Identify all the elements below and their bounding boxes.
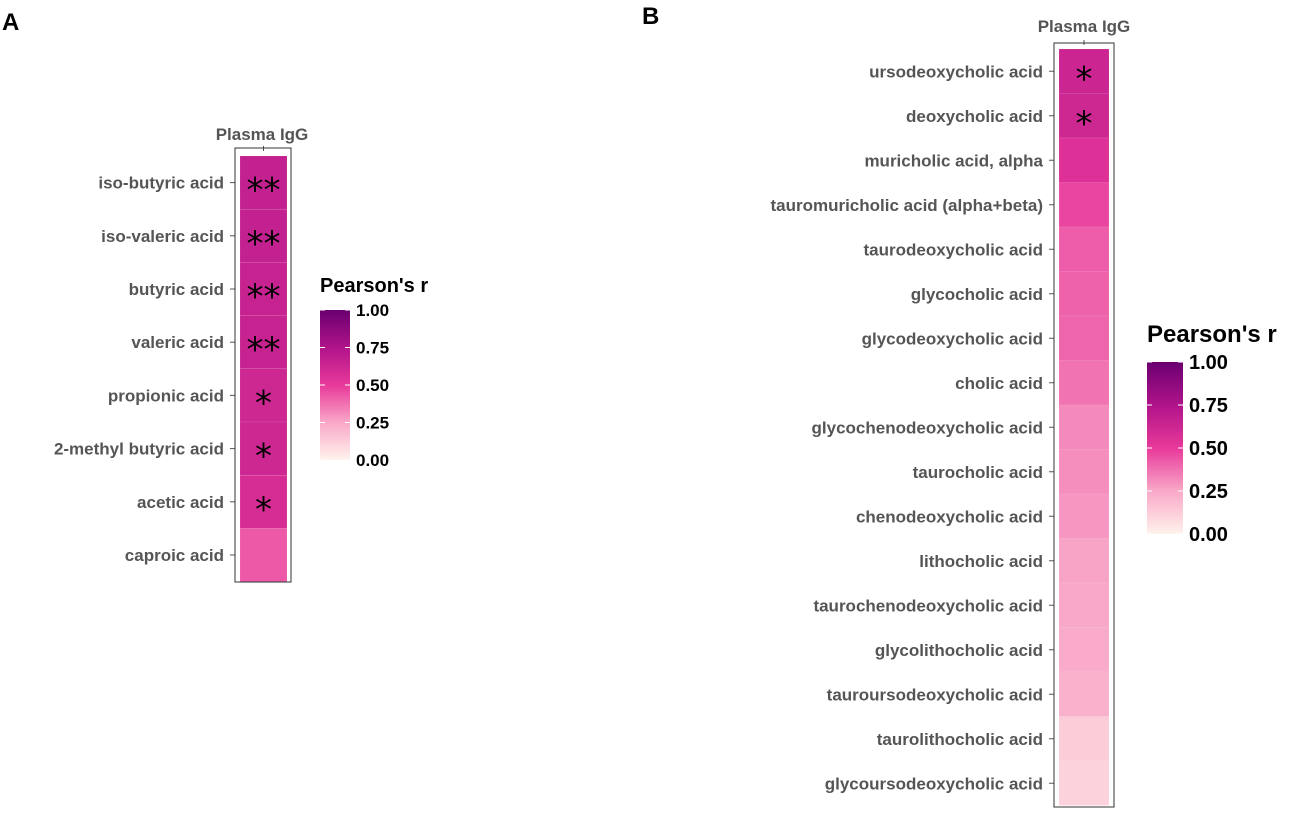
heatmap-frame bbox=[234, 147, 292, 583]
row-label: 2-methyl butyric acid bbox=[54, 440, 224, 459]
row-label: caproic acid bbox=[125, 546, 224, 565]
significance-marker: * bbox=[255, 383, 272, 423]
panel-a-label: A bbox=[2, 9, 19, 36]
heatmap-cell bbox=[1058, 582, 1110, 628]
heatmap-cell bbox=[1058, 671, 1110, 717]
legend-tick-label: 0.50 bbox=[1189, 438, 1228, 460]
heatmap-cell bbox=[239, 528, 288, 582]
panel-b-rows: ursodeoxycholic acid * deoxycholic acid * mu… bbox=[770, 40, 1115, 808]
row-label: glycolithocholic acid bbox=[875, 641, 1043, 660]
panel-a-rows: iso-butyric acid**iso-valeric acid**buty… bbox=[54, 146, 292, 583]
heatmap-cell bbox=[1058, 716, 1110, 762]
panel-b-label: B bbox=[642, 3, 659, 30]
heatmap-cell bbox=[1058, 182, 1110, 228]
significance-marker: ** bbox=[247, 277, 281, 317]
heatmap-cell bbox=[1058, 93, 1110, 139]
row-label: glycochenodeoxycholic acid bbox=[812, 418, 1043, 437]
row-label: deoxycholic acid bbox=[906, 107, 1043, 126]
heatmap-cell bbox=[239, 368, 288, 423]
heatmap-cell bbox=[239, 474, 288, 529]
heatmap-cell bbox=[239, 208, 288, 263]
significance-marker: * bbox=[1076, 104, 1093, 144]
panel-b: B Plasma IgG ursodeoxycholic acid * deoxyc… bbox=[642, 3, 1277, 808]
heatmap-cell bbox=[239, 262, 288, 316]
panel-a-legend-title: Pearson's r bbox=[320, 275, 428, 297]
heatmap-cell bbox=[1058, 449, 1110, 495]
legend-tick-label: 0.25 bbox=[1189, 481, 1228, 503]
panel-a-column-label: Plasma IgG bbox=[216, 125, 309, 144]
row-label: glycodeoxycholic acid bbox=[862, 329, 1043, 348]
significance-marker: * bbox=[255, 490, 272, 530]
row-label: valeric acid bbox=[131, 333, 224, 352]
row-label: cholic acid bbox=[955, 374, 1043, 393]
row-label: propionic acid bbox=[108, 386, 224, 405]
panel-b-legend: Pearson's r 1.00 0.75 0.50 0.25 0.00 bbox=[1147, 321, 1277, 546]
heatmap-cell bbox=[1058, 48, 1110, 94]
heatmap-cell bbox=[1058, 538, 1110, 584]
row-label: ursodeoxycholic acid bbox=[869, 62, 1043, 81]
heatmap-cell bbox=[1058, 627, 1110, 673]
row-label: taurocholic acid bbox=[913, 463, 1043, 482]
heatmap-cell bbox=[1058, 493, 1110, 539]
panel-b-legend-ticks: 1.00 0.75 0.50 0.25 0.00 bbox=[1147, 352, 1228, 546]
heatmap-cell bbox=[1058, 137, 1110, 183]
row-label: lithocholic acid bbox=[919, 552, 1043, 571]
panel-a-legend-ticks: 1.00 0.75 0.50 0.25 0.00 bbox=[320, 301, 389, 470]
row-label: glycoursodeoxycholic acid bbox=[825, 774, 1043, 793]
row-label: tauroursodeoxycholic acid bbox=[827, 685, 1043, 704]
heatmap-frame bbox=[1053, 42, 1115, 808]
significance-marker: ** bbox=[247, 330, 281, 370]
heatmap-cell bbox=[239, 421, 288, 476]
heatmap-cell bbox=[1058, 360, 1110, 406]
row-label: iso-butyric acid bbox=[98, 174, 224, 193]
legend-tick-label: 0.50 bbox=[356, 376, 389, 395]
legend-tick-label: 0.75 bbox=[1189, 395, 1228, 417]
significance-marker: ** bbox=[247, 171, 281, 211]
panel-b-legend-colorbar bbox=[1147, 362, 1183, 534]
row-label: butyric acid bbox=[129, 280, 224, 299]
significance-marker: ** bbox=[247, 224, 281, 264]
legend-tick-label: 0.25 bbox=[356, 414, 389, 433]
legend-tick-label: 1.00 bbox=[356, 301, 389, 320]
panel-a: A Plasma IgG iso-butyric acid**iso-valer… bbox=[2, 9, 428, 583]
row-label: acetic acid bbox=[137, 493, 224, 512]
heatmap-cell bbox=[239, 315, 288, 370]
row-label: iso-valeric acid bbox=[101, 227, 224, 246]
row-label: taurodeoxycholic acid bbox=[864, 240, 1044, 259]
heatmap-cell bbox=[1058, 271, 1110, 317]
panel-b-legend-title: Pearson's r bbox=[1147, 321, 1277, 348]
panel-b-column-label: Plasma IgG bbox=[1038, 17, 1131, 36]
significance-marker: * bbox=[255, 437, 272, 477]
row-label: taurolithocholic acid bbox=[877, 730, 1043, 749]
significance-marker: * bbox=[1076, 59, 1093, 99]
panel-a-legend: Pearson's r 1.00 0.75 0.50 0.25 0.00 bbox=[320, 275, 428, 470]
row-label: glycocholic acid bbox=[911, 285, 1043, 304]
legend-tick-label: 0.00 bbox=[356, 451, 389, 470]
heatmap-cell bbox=[1058, 404, 1110, 450]
legend-tick-label: 0.00 bbox=[1189, 524, 1228, 546]
row-label: taurochenodeoxycholic acid bbox=[813, 596, 1043, 615]
heatmap-cell bbox=[1058, 315, 1110, 361]
legend-tick-label: 1.00 bbox=[1189, 352, 1228, 374]
row-label: muricholic acid, alpha bbox=[864, 151, 1043, 170]
legend-tick-label: 0.75 bbox=[356, 339, 389, 358]
row-label: tauromuricholic acid (alpha+beta) bbox=[770, 196, 1043, 215]
row-label: chenodeoxycholic acid bbox=[856, 507, 1043, 526]
heatmap-cell bbox=[1058, 760, 1110, 806]
heatmap-cell bbox=[1058, 226, 1110, 272]
